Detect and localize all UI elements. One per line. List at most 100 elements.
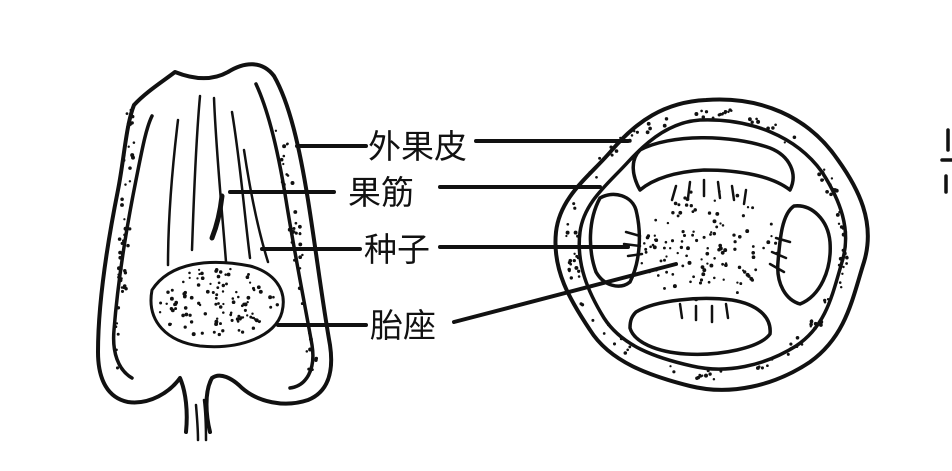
ring-dot bbox=[841, 248, 845, 252]
ring-dot bbox=[619, 337, 623, 341]
placenta-dot bbox=[751, 250, 756, 255]
wall-dot bbox=[286, 174, 290, 177]
placenta-dot bbox=[659, 259, 663, 263]
wall-dot bbox=[118, 278, 123, 283]
ring-dot bbox=[845, 262, 848, 265]
label-fruit-rib: 果筋 bbox=[348, 173, 414, 212]
placenta-dot bbox=[218, 270, 223, 274]
label-placenta: 胎座 bbox=[370, 306, 436, 345]
placenta-dot bbox=[693, 208, 697, 212]
placenta-dot bbox=[720, 250, 725, 255]
placenta-dot bbox=[775, 251, 779, 255]
labels: 外果皮 果筋 种子 胎座 bbox=[348, 127, 467, 345]
placenta-dot bbox=[251, 312, 254, 315]
wall-dot bbox=[311, 368, 314, 371]
ring-dot bbox=[786, 352, 790, 356]
placenta-dot bbox=[237, 295, 240, 299]
placenta-dot bbox=[246, 314, 249, 317]
ring-dot bbox=[755, 117, 758, 121]
placenta-dot bbox=[713, 276, 716, 280]
placenta-dot bbox=[747, 274, 751, 278]
placenta-dot bbox=[184, 294, 187, 298]
placenta-dot bbox=[200, 276, 205, 281]
ring-dot bbox=[823, 168, 826, 171]
ring-dot bbox=[572, 258, 576, 263]
placenta-dot bbox=[221, 329, 225, 333]
wall-dot bbox=[123, 269, 127, 273]
wall-dot bbox=[308, 328, 311, 332]
wall-dot bbox=[129, 108, 132, 112]
placenta-dot bbox=[215, 293, 219, 297]
ring-dot bbox=[619, 136, 622, 140]
wall-dot bbox=[117, 273, 120, 276]
wall-dot bbox=[126, 121, 131, 126]
ring-dot bbox=[839, 285, 843, 289]
placenta-dot bbox=[669, 247, 672, 250]
wall-dot bbox=[301, 253, 304, 257]
placenta-dot bbox=[707, 280, 711, 284]
placenta-dot bbox=[229, 311, 233, 314]
placenta-dot bbox=[159, 301, 163, 305]
wall-dot bbox=[314, 356, 319, 361]
leader-lines bbox=[228, 139, 678, 327]
ring-dot bbox=[572, 202, 576, 206]
ring-dot bbox=[719, 112, 723, 116]
ring-dot bbox=[606, 323, 610, 327]
longitudinal-rib-strands bbox=[166, 94, 270, 267]
longitudinal-outer-skin bbox=[96, 62, 334, 434]
placenta-dot bbox=[643, 242, 646, 245]
placenta-dot bbox=[702, 268, 707, 273]
placenta-dot bbox=[235, 317, 240, 321]
placenta-dot bbox=[240, 330, 245, 334]
wall-dot bbox=[120, 258, 124, 262]
label-pericarp: 外果皮 bbox=[368, 127, 467, 166]
placenta-dot bbox=[715, 225, 719, 229]
wall-dot bbox=[280, 180, 284, 184]
ring-dot bbox=[635, 130, 639, 134]
placenta-dot bbox=[687, 260, 692, 265]
placenta-dot bbox=[166, 290, 170, 294]
ring-dot bbox=[795, 335, 800, 340]
wall-dot bbox=[298, 255, 303, 260]
placenta-dot bbox=[695, 238, 699, 243]
longitudinal-section bbox=[96, 62, 334, 442]
placenta-dot bbox=[717, 190, 721, 193]
placenta-dot bbox=[269, 305, 273, 309]
placenta-dot bbox=[200, 331, 204, 335]
placenta-dot bbox=[214, 296, 218, 300]
placenta-dot bbox=[700, 265, 705, 269]
placenta-dot bbox=[665, 270, 668, 274]
placenta-dot bbox=[226, 272, 231, 277]
wall-dot bbox=[120, 289, 125, 293]
placenta-dot bbox=[718, 243, 723, 248]
placenta-dot bbox=[189, 320, 194, 324]
ring-dot bbox=[573, 206, 577, 210]
ring-dot bbox=[704, 110, 709, 114]
placenta-dot bbox=[248, 281, 252, 284]
wall-dot bbox=[293, 258, 296, 262]
placenta-dot bbox=[715, 211, 720, 216]
placenta-dot bbox=[774, 241, 778, 245]
placenta-dot bbox=[750, 278, 755, 282]
wall-dot bbox=[114, 325, 118, 328]
placenta-dot bbox=[691, 210, 695, 214]
wall-dot bbox=[116, 306, 121, 310]
placenta-dot bbox=[736, 281, 739, 284]
ring-dot bbox=[579, 302, 583, 306]
ring-dot bbox=[835, 212, 840, 217]
wall-dot bbox=[128, 227, 132, 231]
placenta-dot bbox=[165, 302, 168, 306]
wall-dot bbox=[290, 181, 295, 185]
wall-dot bbox=[127, 145, 130, 148]
placenta-dot bbox=[665, 255, 668, 258]
ring-dot bbox=[840, 258, 843, 262]
locule-bottom bbox=[628, 296, 772, 357]
placenta-dot bbox=[218, 305, 223, 309]
ring-dot bbox=[842, 265, 845, 269]
placenta-dot bbox=[217, 302, 220, 305]
wall-dot bbox=[292, 227, 296, 230]
placenta-dot bbox=[680, 240, 684, 243]
wall-dot bbox=[298, 224, 302, 229]
ring-dot bbox=[771, 126, 775, 130]
wall-dot bbox=[120, 203, 124, 207]
